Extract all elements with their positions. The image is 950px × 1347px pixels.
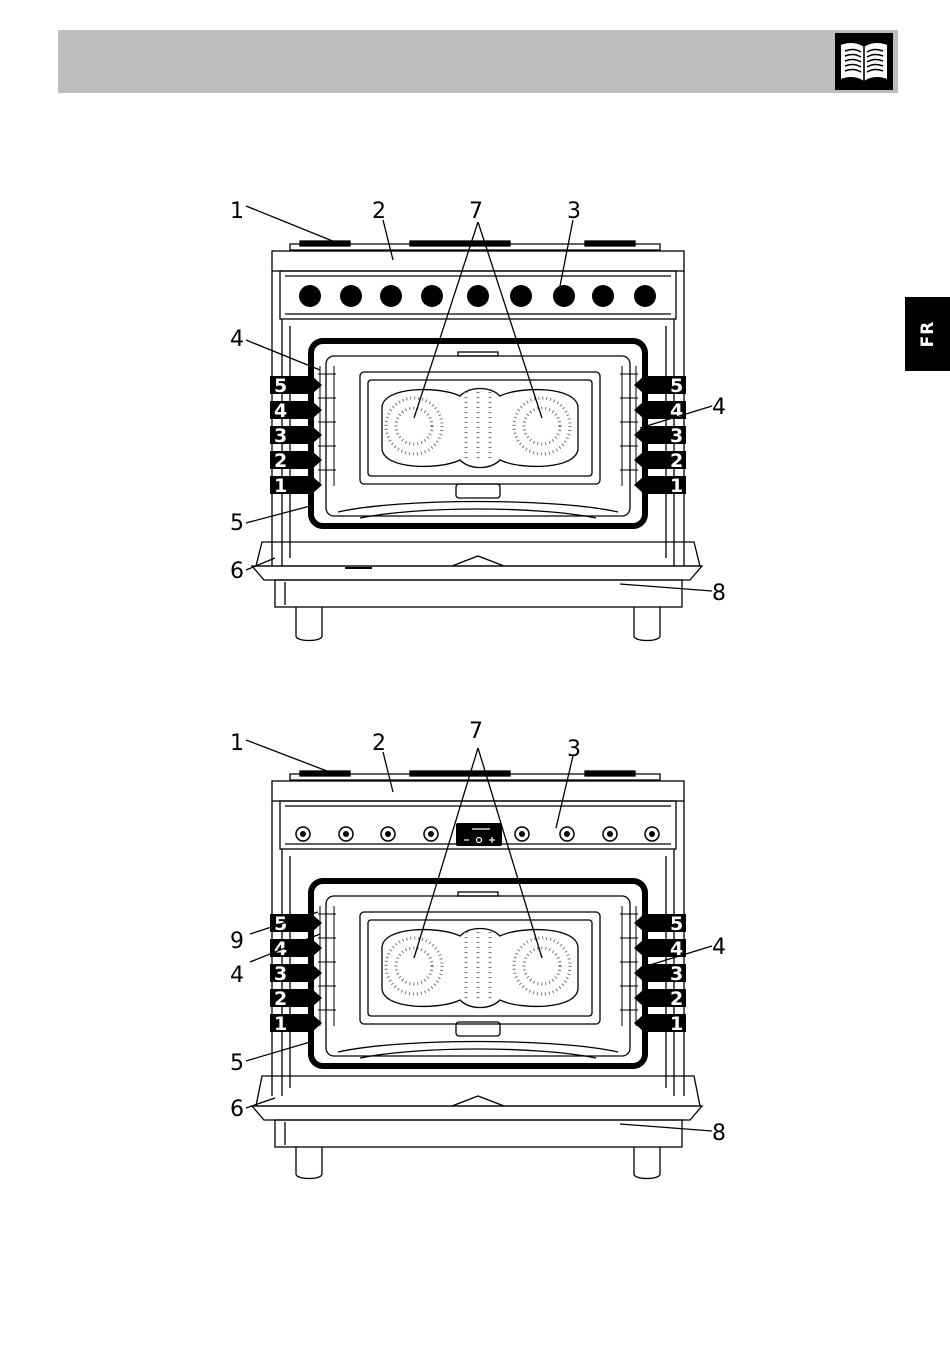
shelf-level-2-left: 2	[274, 450, 287, 472]
callout-2: 2	[372, 199, 386, 224]
callout-7: 7	[469, 719, 483, 744]
callout-8: 8	[712, 581, 726, 606]
shelf-level-3-right: 3	[670, 963, 683, 985]
callout-6: 6	[230, 1097, 244, 1122]
callout-3: 3	[567, 199, 581, 224]
shelf-level-3-left: 3	[274, 425, 287, 447]
callout-1: 1	[230, 199, 244, 224]
callout-8: 8	[712, 1121, 726, 1146]
shelf-level-5-right: 5	[670, 913, 683, 935]
shelf-level-1-left: 1	[274, 1013, 287, 1035]
shelf-level-1-left: 1	[274, 475, 287, 497]
oven-diagram-analog: 5 4 3 2 1 5 4 3 2 1 1 2	[0, 186, 950, 706]
shelf-level-3-left: 3	[274, 963, 287, 985]
callout-1: 1	[230, 731, 244, 756]
shelf-markers-right: 5 4 3 2 1	[634, 913, 686, 1035]
callout-4-left: 4	[230, 963, 244, 988]
callout-4-right: 4	[712, 935, 726, 960]
callout-5: 5	[230, 1051, 244, 1076]
callout-4-right: 4	[712, 395, 726, 420]
shelf-level-2-right: 2	[670, 450, 683, 472]
shelf-markers-left: 5 4 3 2 1	[270, 375, 322, 497]
shelf-markers-right: 5 4 3 2 1	[634, 375, 686, 497]
shelf-level-1-right: 1	[670, 475, 683, 497]
callout-5: 5	[230, 511, 244, 536]
shelf-markers-left: 5 4 3 2 1	[270, 913, 322, 1035]
shelf-level-5-right: 5	[670, 375, 683, 397]
oven-diagram-digital: 5 4 3 2 1 5 4 3 2 1 1 2	[0, 716, 950, 1236]
open-book-icon	[835, 33, 893, 90]
shelf-level-2-right: 2	[670, 988, 683, 1010]
callout-9: 9	[230, 929, 244, 954]
callout-6: 6	[230, 559, 244, 584]
header-band	[58, 30, 898, 93]
shelf-level-4-left: 4	[274, 400, 287, 422]
shelf-level-4-left: 4	[274, 938, 287, 960]
shelf-level-2-left: 2	[274, 988, 287, 1010]
callout-4-left: 4	[230, 327, 244, 352]
callout-3: 3	[567, 737, 581, 762]
shelf-level-1-right: 1	[670, 1013, 683, 1035]
shelf-level-3-right: 3	[670, 425, 683, 447]
callout-2: 2	[372, 731, 386, 756]
callout-7: 7	[469, 199, 483, 224]
shelf-level-5-left: 5	[274, 375, 287, 397]
